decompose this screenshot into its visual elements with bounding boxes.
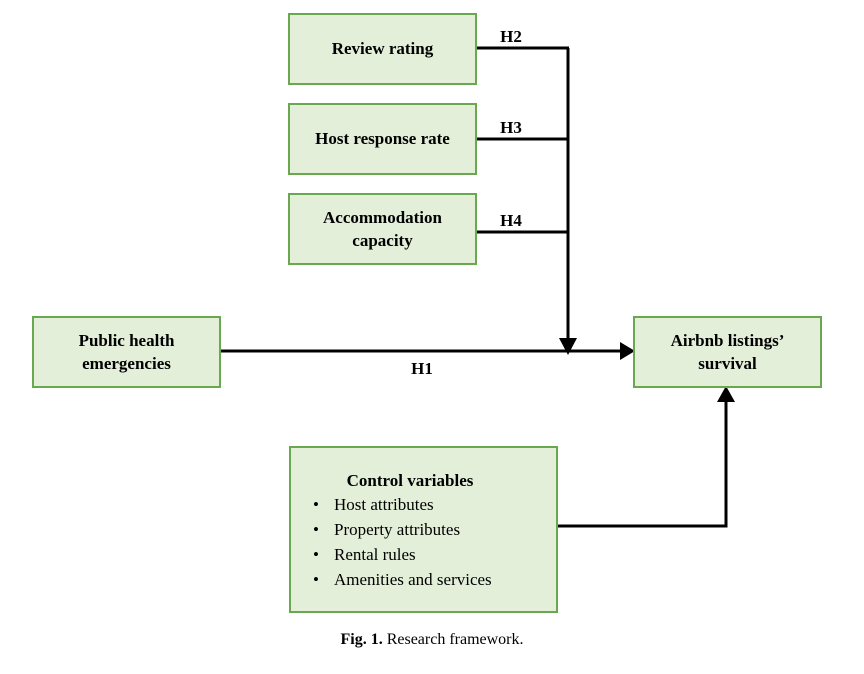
node-airbnb-listings-survival-label-line2: survival: [698, 354, 757, 373]
node-public-health-emergencies-box[interactable]: [32, 316, 221, 388]
figure-caption-text: Research framework.: [386, 631, 524, 648]
figure-caption-label: Fig. 1.: [340, 631, 383, 648]
control-variables-item-1: Property attributes: [334, 520, 460, 539]
control-variables-title: Control variables: [347, 471, 474, 490]
node-accommodation-capacity[interactable]: Accommodation capacity: [288, 193, 477, 265]
node-accommodation-capacity-box[interactable]: [288, 193, 477, 265]
node-control-variables-box[interactable]: [289, 446, 558, 613]
node-review-rating-box[interactable]: [288, 13, 477, 85]
node-accommodation-capacity-label-line2: capacity: [352, 231, 413, 250]
connector-control-variables: [557, 400, 728, 528]
hypothesis-label-h1: H1: [411, 359, 433, 378]
figure-caption: Fig. 1. Research framework.: [0, 630, 864, 650]
control-variables-bullet-icon-0: •: [313, 495, 319, 514]
control-variables-item-2: Rental rules: [334, 545, 416, 564]
hypothesis-label-h3: H3: [500, 118, 522, 137]
arrowhead-moderator-trunk: [559, 338, 577, 355]
node-airbnb-listings-survival-label-line1: Airbnb listings’: [671, 331, 785, 350]
node-accommodation-capacity-label-line1: Accommodation: [323, 208, 443, 227]
arrowhead-h1: [620, 342, 635, 360]
hypothesis-label-h2: H2: [500, 27, 522, 46]
control-variables-item-3: Amenities and services: [334, 570, 492, 589]
node-control-variables[interactable]: Control variables • Host attributes • Pr…: [289, 446, 558, 613]
node-airbnb-listings-survival-box[interactable]: [633, 316, 822, 388]
node-review-rating[interactable]: Review rating: [288, 13, 477, 85]
control-variables-bullet-icon-2: •: [313, 545, 319, 564]
hypothesis-label-h4: H4: [500, 211, 522, 230]
node-airbnb-listings-survival[interactable]: Airbnb listings’ survival: [633, 316, 822, 388]
control-variables-bullet-icon-1: •: [313, 520, 319, 539]
arrowhead-control-variables: [717, 386, 735, 402]
node-review-rating-label: Review rating: [332, 39, 434, 58]
node-host-response-rate[interactable]: Host response rate: [288, 103, 477, 175]
control-variables-bullet-icon-3: •: [313, 570, 319, 589]
node-public-health-emergencies[interactable]: Public health emergencies: [32, 316, 221, 388]
node-public-health-emergencies-label-line2: emergencies: [82, 354, 171, 373]
node-host-response-rate-box[interactable]: [288, 103, 477, 175]
node-public-health-emergencies-label-line1: Public health: [79, 331, 175, 350]
node-host-response-rate-label: Host response rate: [315, 129, 450, 148]
control-variables-item-0: Host attributes: [334, 495, 434, 514]
